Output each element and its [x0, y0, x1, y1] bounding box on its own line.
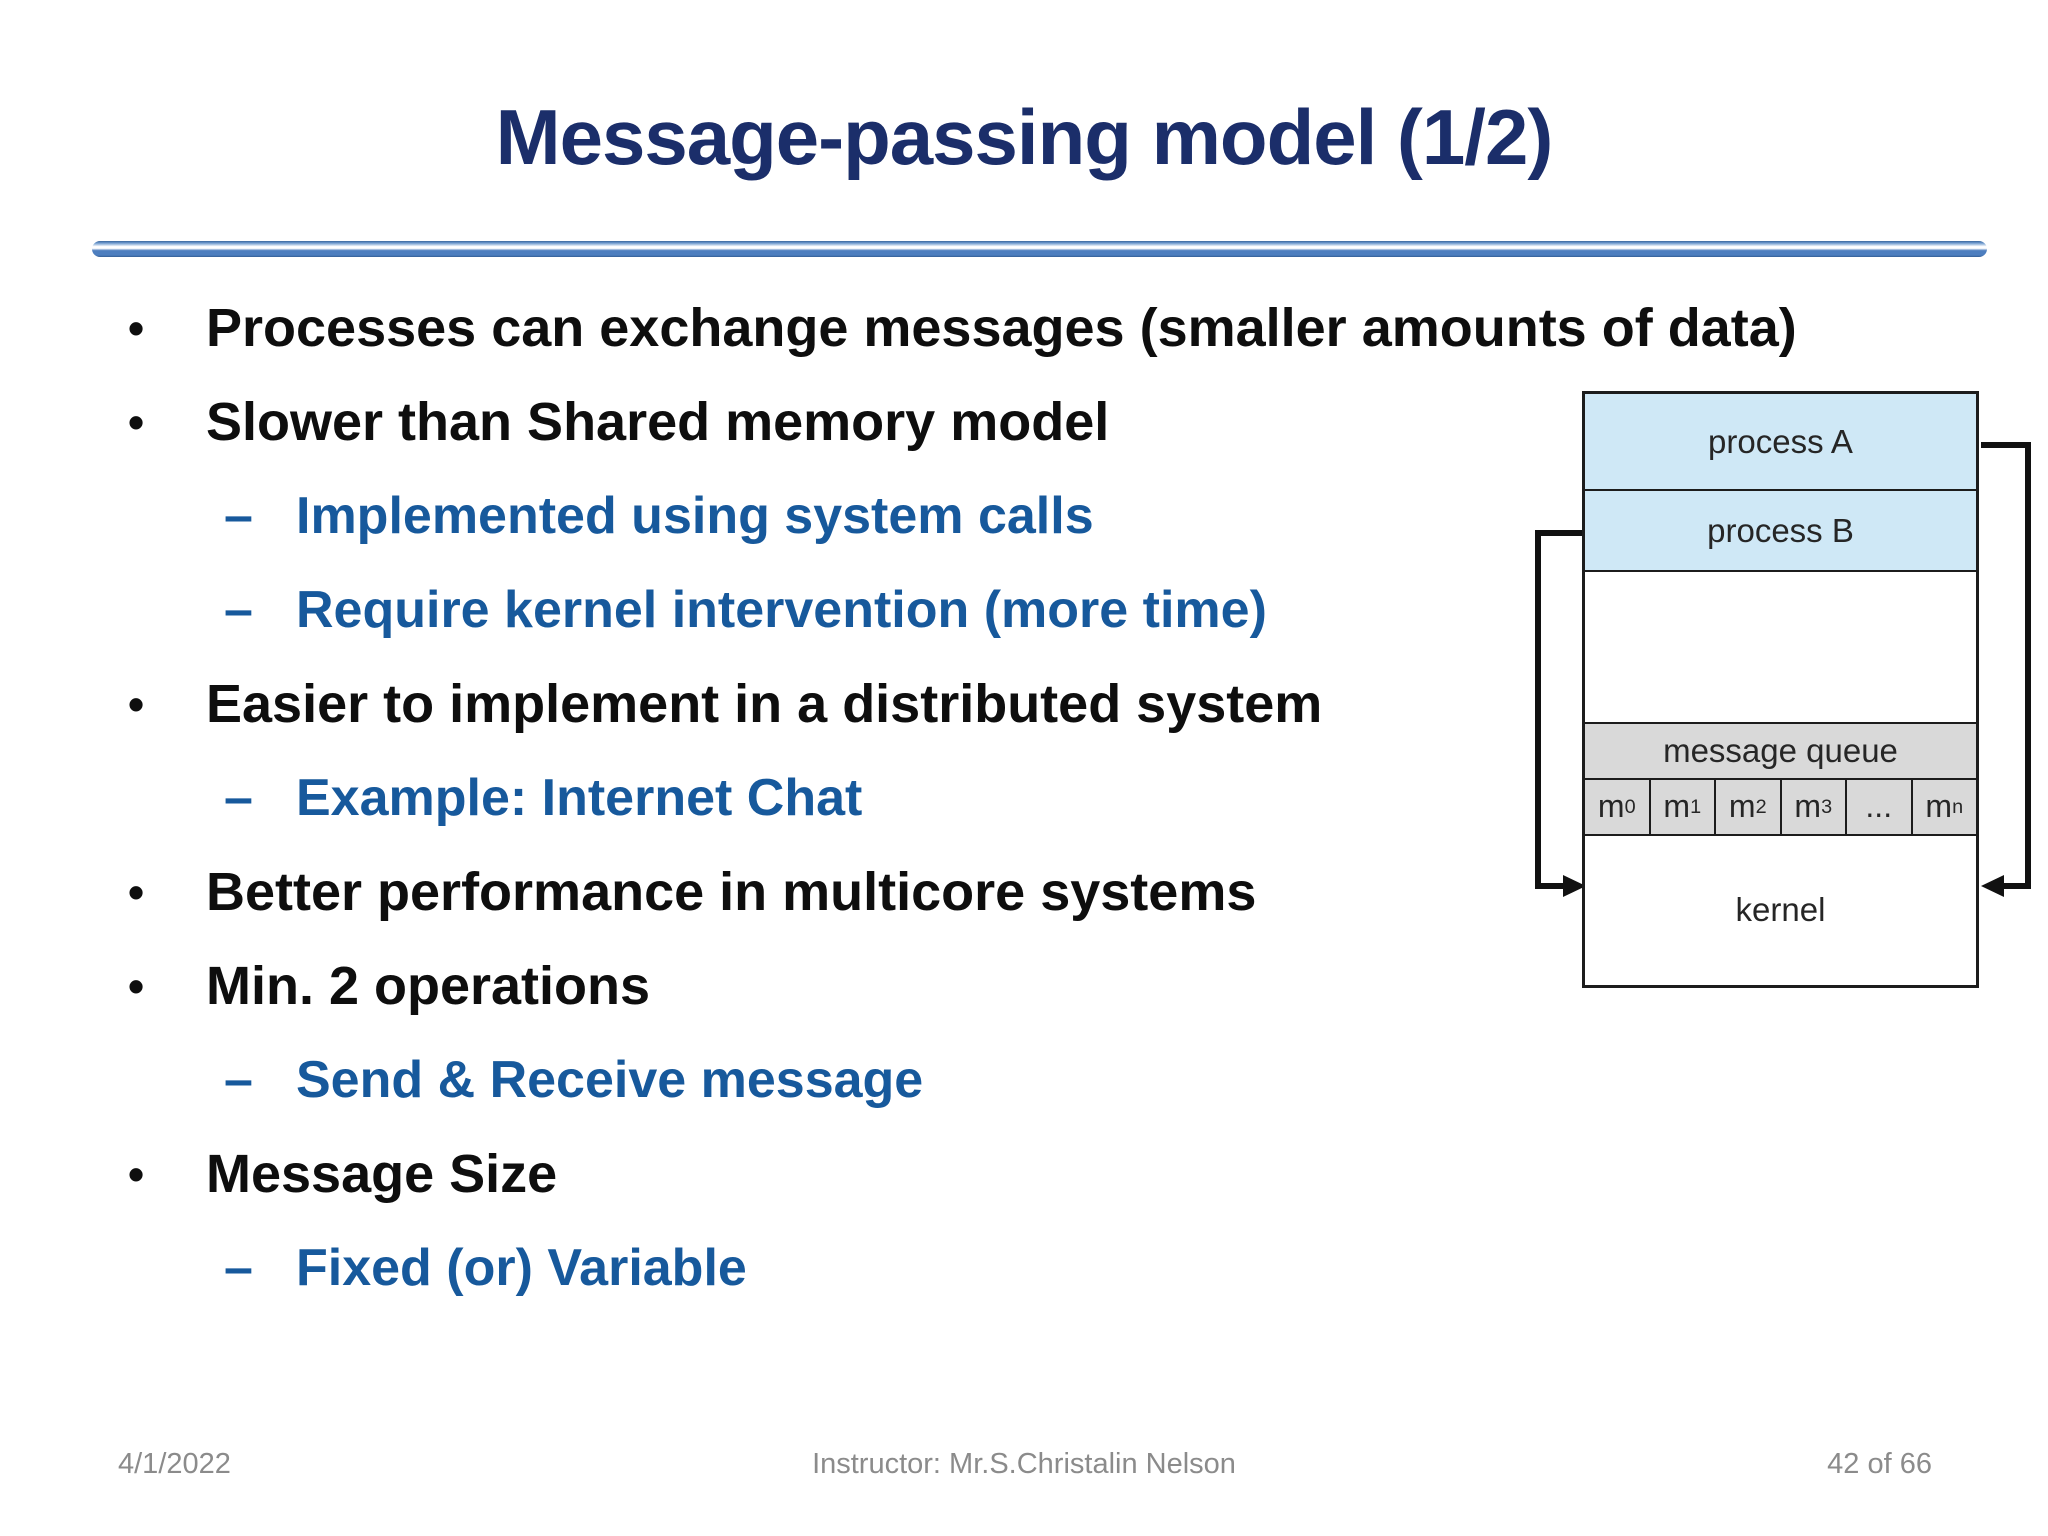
bullet-item: • Message Size — [0, 1127, 2048, 1221]
dash-icon: – — [224, 1239, 253, 1297]
bullet-item: • Slower than Shared memory model — [0, 375, 2048, 469]
sub-bullet-text: Example: Internet Chat — [296, 769, 863, 827]
dash-icon: – — [224, 1051, 253, 1109]
kernel-label: kernel — [1585, 835, 1976, 985]
bullet-item: • Min. 2 operations — [0, 939, 2048, 1033]
bullet-text: Better performance in multicore systems — [206, 862, 1257, 922]
bullet-text: Min. 2 operations — [206, 956, 651, 1016]
bullet-dot-icon: • — [128, 1148, 145, 1200]
sub-bullet-item: – Require kernel intervention (more time… — [0, 563, 2048, 657]
dash-icon: – — [224, 487, 253, 545]
process-a-box: process A — [1585, 394, 1976, 491]
message-queue-label: message queue — [1585, 723, 1976, 780]
sub-bullet-item: – Example: Internet Chat — [0, 751, 2048, 845]
bullet-item: • Easier to implement in a distributed s… — [0, 657, 2048, 751]
bullet-dot-icon: • — [128, 960, 145, 1012]
bullet-dot-icon: • — [128, 396, 145, 448]
queue-cell-ellipsis: ... — [1847, 779, 1913, 834]
process-b-box: process B — [1585, 491, 1976, 572]
sub-bullet-text: Send & Receive message — [296, 1051, 924, 1109]
arrow-process-a-to-queue — [1981, 442, 2031, 889]
bullet-item: • Better performance in multicore system… — [0, 845, 2048, 939]
dash-icon: – — [224, 769, 253, 827]
arrowhead-left-icon — [1981, 875, 2004, 897]
sub-bullet-text: Require kernel intervention (more time) — [296, 581, 1267, 639]
bullet-text: Slower than Shared memory model — [206, 392, 1110, 452]
footer-page-number: 42 of 66 — [1827, 1448, 1932, 1480]
footer-date: 4/1/2022 — [118, 1448, 231, 1480]
diagram-arrows — [1535, 442, 2031, 897]
sub-bullet-text: Fixed (or) Variable — [296, 1239, 747, 1297]
arrow-process-b-to-queue — [1535, 530, 1586, 889]
bullet-list: • Processes can exchange messages (small… — [0, 281, 2048, 1315]
sub-bullet-text: Implemented using system calls — [296, 487, 1094, 545]
empty-space — [1585, 572, 1976, 724]
dash-icon: – — [224, 581, 253, 639]
bullet-dot-icon: • — [128, 302, 145, 354]
bullet-text: Processes can exchange messages (smaller… — [206, 298, 1797, 358]
arrowhead-right-icon — [1563, 875, 1586, 897]
title-separator-bar — [92, 241, 1987, 257]
bullet-dot-icon: • — [128, 866, 145, 918]
slide-title: Message-passing model (1/2) — [495, 93, 1554, 181]
bullet-item: • Processes can exchange messages (small… — [0, 281, 2048, 375]
bullet-text: Easier to implement in a distributed sys… — [206, 674, 1323, 734]
bullet-text: Message Size — [206, 1144, 558, 1204]
sub-bullet-item: – Send & Receive message — [0, 1033, 2048, 1127]
bullet-dot-icon: • — [128, 678, 145, 730]
sub-bullet-item: – Fixed (or) Variable — [0, 1221, 2048, 1315]
sub-bullet-item: – Implemented using system calls — [0, 469, 2048, 563]
footer-instructor: Instructor: Mr.S.Christalin Nelson — [812, 1448, 1236, 1480]
